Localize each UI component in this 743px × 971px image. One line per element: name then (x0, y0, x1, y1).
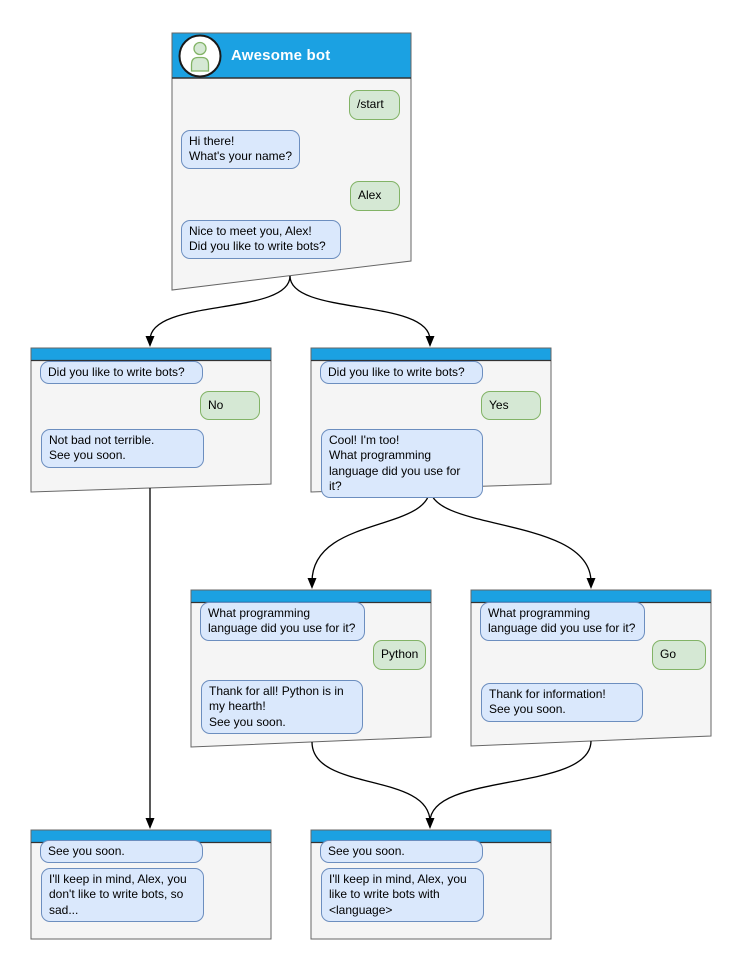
bot-message-bubble: Did you like to write bots? (40, 361, 203, 385)
connector-go-to-end (429, 740, 592, 823)
user-message-bubble: Yes (481, 391, 541, 420)
connector-root-to-yes (289, 275, 431, 341)
bot-avatar-icon (178, 34, 222, 78)
bot-message-bubble: Nice to meet you, Alex! Did you like to … (181, 220, 341, 259)
window-header (311, 348, 551, 360)
user-message-bubble: Alex (350, 181, 400, 211)
bot-message-bubble: Thank for all! Python is in my hearth! S… (201, 680, 363, 735)
arrowhead-icon (425, 818, 435, 829)
user-message-bubble: Go (652, 640, 706, 670)
bot-message-bubble: I'll keep in mind, Alex, you like to wri… (321, 868, 484, 923)
arrowheads (145, 336, 596, 829)
bot-message-bubble: What programming language did you use fo… (200, 602, 365, 641)
bot-message-bubble: Thank for information! See you soon. (481, 683, 643, 722)
bot-message-bubble: See you soon. (320, 840, 483, 864)
arrowhead-icon (145, 336, 155, 347)
connector-yes-to-go (429, 487, 592, 583)
window-header (311, 830, 551, 842)
window-header (31, 348, 271, 360)
arrowhead-icon (425, 336, 435, 347)
arrowhead-icon (307, 578, 317, 589)
window-header (471, 590, 711, 602)
bot-message-bubble: Hi there! What's your name? (181, 130, 300, 169)
connector-root-to-no (149, 275, 291, 341)
window-header (31, 830, 271, 842)
arrowhead-icon (586, 578, 596, 589)
bot-message-bubble: Did you like to write bots? (320, 361, 483, 385)
bot-message-bubble: Cool! I'm too! What programming language… (321, 429, 483, 499)
user-message-bubble: /start (349, 90, 400, 120)
window-header (191, 590, 431, 602)
connector-python-to-end (311, 741, 431, 823)
bot-message-bubble: What programming language did you use fo… (480, 602, 645, 641)
bot-message-bubble: See you soon. (40, 840, 203, 864)
bot-message-bubble: I'll keep in mind, Alex, you don't like … (41, 868, 204, 923)
bot-message-bubble: Not bad not terrible. See you soon. (41, 429, 204, 468)
user-message-bubble: No (200, 391, 260, 420)
connector-yes-to-python (311, 487, 431, 583)
user-message-bubble: Python (373, 640, 426, 670)
window-title: Awesome bot (231, 47, 331, 64)
arrowhead-icon (145, 818, 155, 829)
flow-connectors (149, 275, 592, 823)
